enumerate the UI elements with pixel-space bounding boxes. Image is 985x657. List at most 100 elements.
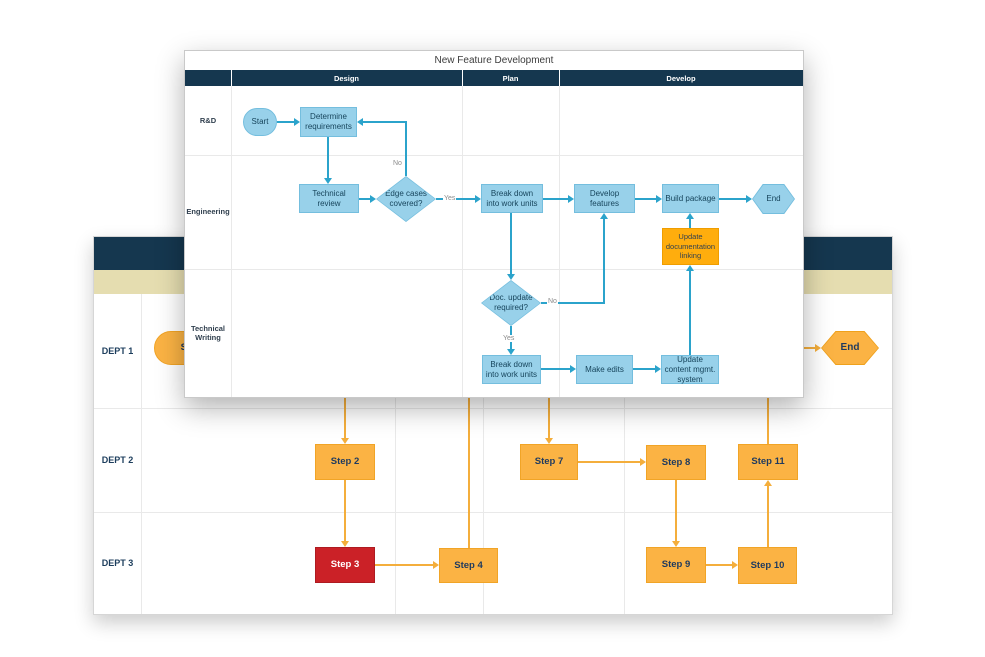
fg-node-develop-features[interactable]: Develop features xyxy=(574,184,635,213)
fg-lane-label-technical-writing: Technical Writing xyxy=(190,323,226,342)
connector xyxy=(468,392,470,548)
arrowhead xyxy=(475,195,481,203)
bg-grid-line xyxy=(395,294,396,614)
bg-node-step9[interactable]: Step 9 xyxy=(646,547,706,583)
arrowhead xyxy=(655,365,661,373)
arrowhead xyxy=(732,561,738,569)
arrowhead xyxy=(341,438,349,444)
connector xyxy=(541,368,570,370)
fg-column-plan: Plan xyxy=(502,73,519,83)
connector xyxy=(363,121,407,123)
arrowhead xyxy=(686,265,694,271)
arrowhead xyxy=(507,274,515,280)
bg-grid-line xyxy=(483,294,484,614)
bg-node-end[interactable]: End xyxy=(821,331,879,365)
bg-grid-line xyxy=(141,294,142,614)
branch-label-no: No xyxy=(392,160,403,167)
arrowhead xyxy=(672,541,680,547)
fg-column-develop: Develop xyxy=(666,73,696,83)
fg-diagram-title: New Feature Development xyxy=(434,55,554,66)
header-separator xyxy=(231,70,232,86)
bg-lane-label-dept3: DEPT 3 xyxy=(101,558,134,568)
fg-lane-label-rd: R&D xyxy=(199,115,217,125)
arrowhead xyxy=(640,458,646,466)
connector xyxy=(706,564,732,566)
connector xyxy=(635,198,656,200)
connector xyxy=(344,480,346,541)
connector xyxy=(548,392,550,438)
branch-label-yes: Yes xyxy=(443,195,457,202)
branch-label-yes: Yes xyxy=(502,335,516,342)
arrowhead xyxy=(507,349,515,355)
fg-node-update-content-mgmt-system[interactable]: Update content mgmt. system xyxy=(661,355,719,384)
arrowhead xyxy=(357,118,363,126)
arrowhead xyxy=(600,213,608,219)
fg-grid-line xyxy=(559,86,560,397)
fg-grid-line xyxy=(231,86,232,397)
bg-node-end-label: End xyxy=(822,332,878,364)
fg-grid-line xyxy=(462,86,463,397)
fg-lane-label-engineering: Engineering xyxy=(186,207,230,217)
arrowhead xyxy=(341,541,349,547)
connector xyxy=(327,137,329,178)
arrowhead xyxy=(746,195,752,203)
bg-node-step4[interactable]: Step 4 xyxy=(439,548,498,583)
fg-node-end-label: End xyxy=(753,185,794,213)
arrowhead xyxy=(764,480,772,486)
fg-node-start[interactable]: Start xyxy=(243,108,277,136)
connector xyxy=(510,213,512,274)
arrowhead xyxy=(324,178,332,184)
arrowhead xyxy=(686,213,694,219)
connector xyxy=(541,302,604,304)
connector xyxy=(719,198,746,200)
bg-node-step7[interactable]: Step 7 xyxy=(520,444,578,480)
fg-node-technical-review[interactable]: Technical review xyxy=(299,184,359,213)
connector xyxy=(543,198,568,200)
foreground-diagram: New Feature Development Design Plan Deve… xyxy=(184,50,804,398)
connector xyxy=(633,368,655,370)
fg-node-build-package[interactable]: Build package xyxy=(662,184,719,213)
connector xyxy=(375,564,433,566)
fg-column-design: Design xyxy=(333,73,359,83)
connector xyxy=(603,219,605,304)
fg-node-update-documentation-linking[interactable]: Update documentation linking xyxy=(662,228,719,265)
connector xyxy=(277,121,294,123)
branch-label-no: No xyxy=(547,298,558,305)
arrowhead xyxy=(815,344,821,352)
fg-header-bar xyxy=(185,70,803,86)
fg-grid-line xyxy=(185,155,803,156)
connector xyxy=(689,219,691,228)
bg-node-step11[interactable]: Step 11 xyxy=(738,444,798,480)
arrowhead xyxy=(294,118,300,126)
connector xyxy=(359,198,370,200)
fg-node-doc-update-required[interactable]: Doc. update required? xyxy=(481,280,541,326)
connector xyxy=(405,121,407,176)
connector xyxy=(689,271,691,355)
connector xyxy=(675,480,677,541)
bg-node-step10[interactable]: Step 10 xyxy=(738,547,797,584)
bg-lane-label-dept1: DEPT 1 xyxy=(101,346,134,356)
fg-node-break-down-work-units-tw[interactable]: Break down into work units xyxy=(482,355,541,384)
connector xyxy=(344,387,346,438)
connector xyxy=(767,486,769,547)
fg-node-end[interactable]: End xyxy=(752,184,795,214)
fg-node-break-down-work-units-eng[interactable]: Break down into work units xyxy=(481,184,543,213)
arrowhead xyxy=(656,195,662,203)
bg-node-step2[interactable]: Step 2 xyxy=(315,444,375,480)
connector xyxy=(578,461,640,463)
fg-node-determine-requirements[interactable]: Determine requirements xyxy=(300,107,357,137)
header-separator xyxy=(462,70,463,86)
fg-node-edge-cases-covered[interactable]: Edge cases covered? xyxy=(376,176,436,222)
arrowhead xyxy=(433,561,439,569)
bg-node-step8[interactable]: Step 8 xyxy=(646,445,706,480)
bg-grid-line xyxy=(94,512,892,513)
arrowhead xyxy=(545,438,553,444)
fg-node-make-edits[interactable]: Make edits xyxy=(576,355,633,384)
bg-node-step3[interactable]: Step 3 xyxy=(315,547,375,583)
bg-lane-label-dept2: DEPT 2 xyxy=(101,455,134,465)
arrowhead xyxy=(570,365,576,373)
header-separator xyxy=(559,70,560,86)
bg-grid-line xyxy=(624,294,625,614)
arrowhead xyxy=(370,195,376,203)
